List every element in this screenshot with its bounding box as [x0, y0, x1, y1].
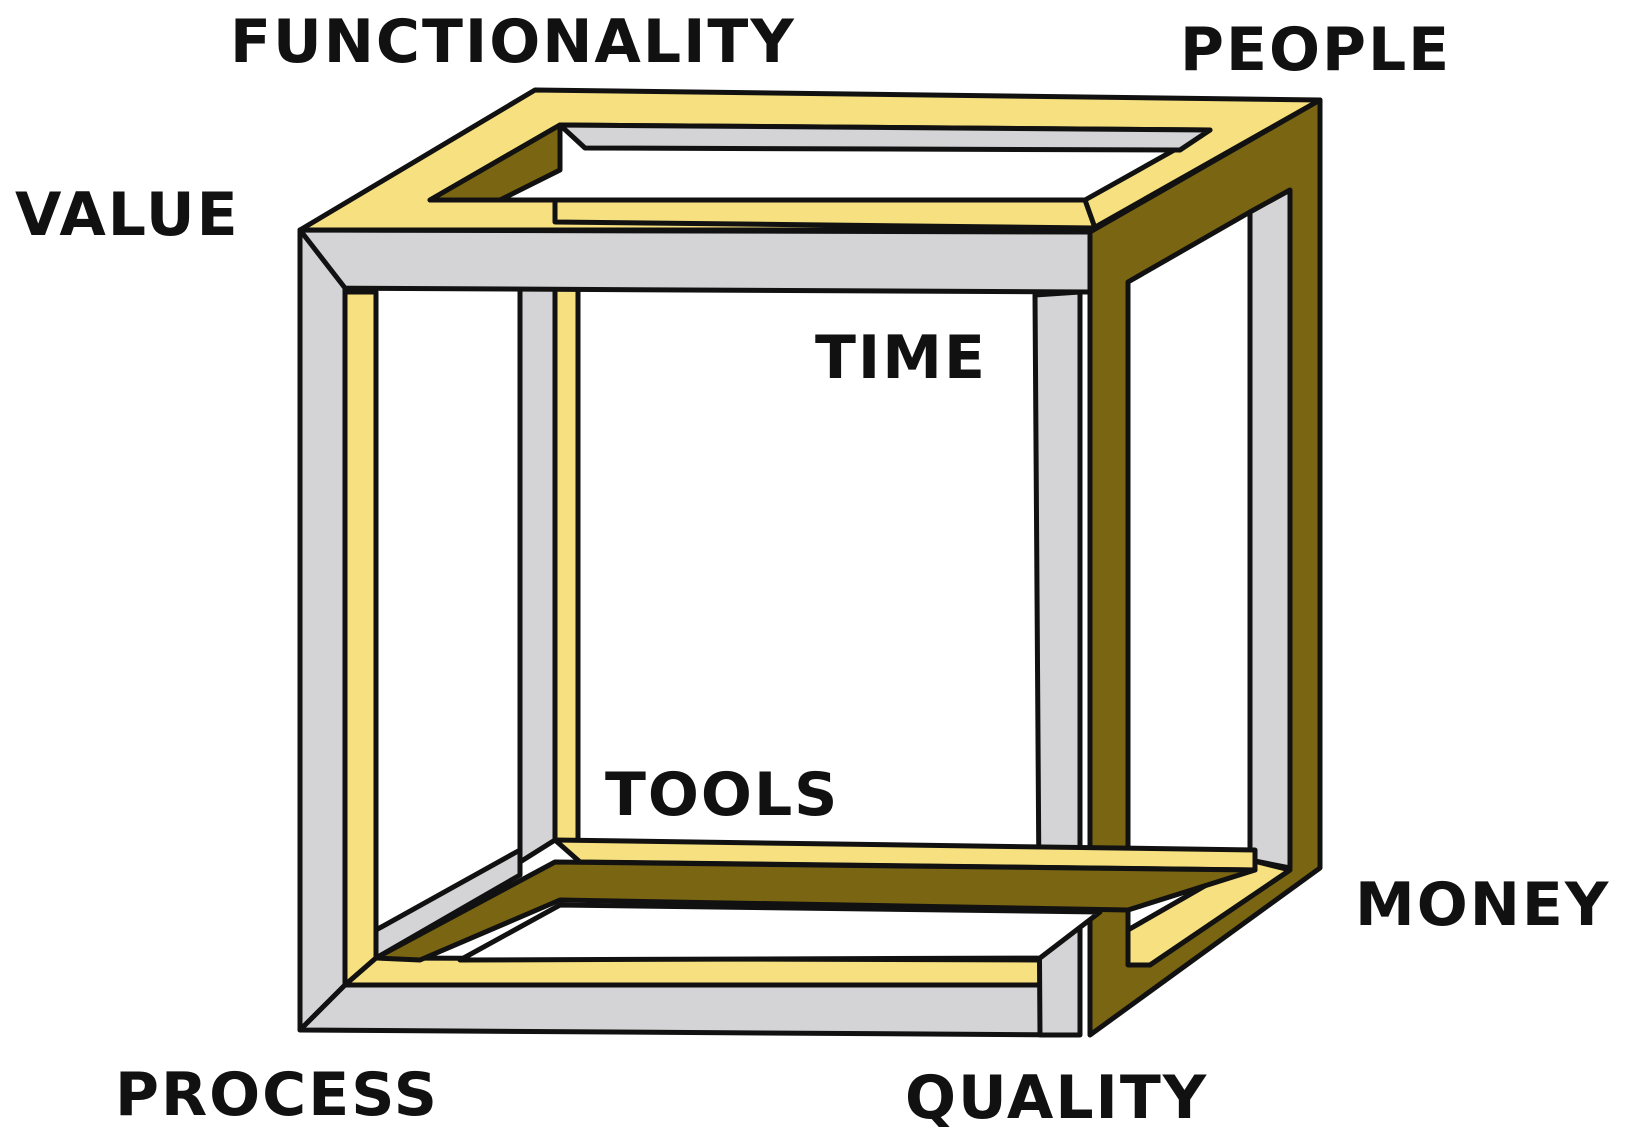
label-quality: QUALITY — [905, 1063, 1208, 1133]
label-process: PROCESS — [115, 1060, 439, 1130]
front-top-bar — [297, 227, 1093, 295]
label-people: PEOPLE — [1180, 15, 1451, 85]
bottom-left-diagonal — [373, 847, 523, 961]
label-tools: TOOLS — [605, 760, 839, 830]
label-money: MONEY — [1355, 870, 1610, 940]
front-bottom-inner-strip — [342, 955, 1043, 988]
right-side-inner-grey — [1247, 187, 1293, 871]
bottom-floor-hole — [457, 902, 1103, 963]
top-back-band — [557, 122, 1213, 153]
front-left-bar — [297, 227, 348, 1033]
label-time: TIME — [815, 323, 987, 393]
front-left-inner-strip — [342, 289, 379, 988]
right-side-frame-hole — [1125, 209, 1253, 933]
bottom-floor-dark — [373, 859, 1258, 963]
front-bottom-bar — [297, 982, 1078, 1038]
label-value: VALUE — [15, 180, 240, 250]
label-functionality: FUNCTIONALITY — [230, 7, 796, 77]
top-inner-ledge — [552, 197, 1098, 231]
top-left-shadow — [427, 122, 563, 203]
